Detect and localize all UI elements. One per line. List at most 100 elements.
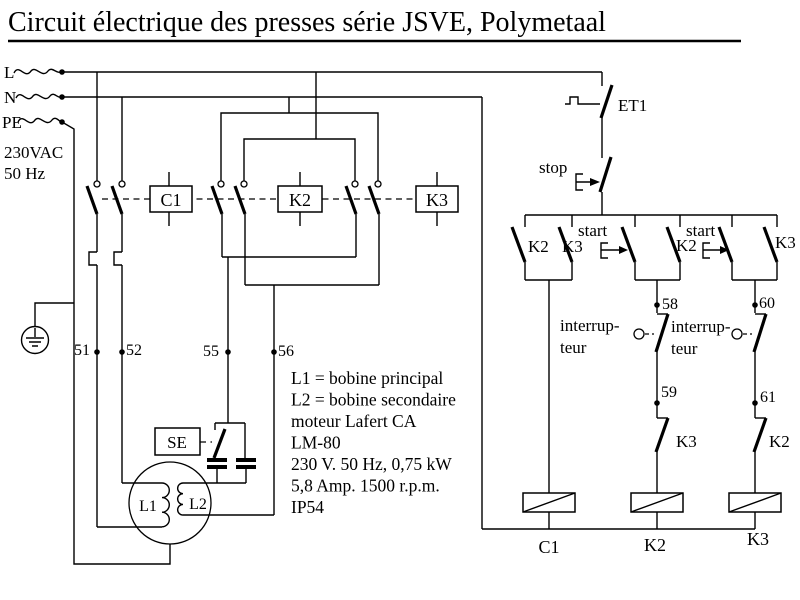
terminal-58-label: 58 (662, 296, 678, 313)
supply-n-label: N (4, 88, 16, 107)
interrupteur1-label-line2: teur (560, 338, 587, 357)
motor-circle-icon (128, 461, 212, 545)
se-label: SE (167, 433, 187, 452)
se-box-rect (154, 427, 201, 456)
rail-56-wire (244, 214, 380, 515)
supply-pe-lead-squiggle (17, 117, 63, 124)
contactor-k2-label: K2 (289, 190, 311, 210)
outer-frame-wire (220, 112, 379, 181)
interrupteur2-blade (752, 313, 768, 353)
et1-contact: ET1 (565, 72, 647, 215)
contact-terminal-icon (240, 180, 248, 188)
l1-coil-icon (161, 482, 170, 528)
motor-feed-rails: 55 56 (203, 214, 380, 515)
k3-contact-blade-2 (367, 185, 381, 215)
interrupteur1-label-line1: interrup- (560, 316, 620, 335)
se-sensor-branch: SE (154, 422, 256, 484)
supply-l-lead-squiggle (13, 68, 61, 75)
coil-c1-label: C1 (538, 537, 559, 557)
c1-contact-blade-1 (85, 185, 99, 215)
supply-pe-label: PE (2, 113, 22, 132)
inner-frame-wire (243, 138, 356, 181)
stop-arrow-icon (590, 178, 600, 186)
spec-note: L1 = bobine principal L2 = bobine second… (291, 368, 456, 517)
contact-terminal-icon (217, 180, 225, 188)
contactor-k2-main-contacts (210, 180, 248, 215)
aux-k3-blade-2 (762, 226, 779, 263)
contact-terminal-icon (93, 180, 101, 188)
page-title: Circuit électrique des presses série JSV… (8, 7, 606, 38)
terminal-60-dot (752, 302, 758, 308)
nc-k2-blade (752, 417, 768, 453)
branch1-k3-label: K3 (562, 237, 583, 256)
branch2-k2-label: K2 (676, 236, 697, 255)
main-contact-frames (220, 112, 379, 181)
stop-pushbutton-icon (575, 173, 590, 191)
contactor-k3-label: K3 (426, 190, 448, 210)
ground-symbol (20, 302, 74, 355)
power-supply: L N PE 230VAC 50 Hz (2, 63, 65, 183)
terminal-61-dot (752, 400, 758, 406)
rail-55-wire (221, 214, 357, 423)
contactor-k3-main-contacts (344, 180, 382, 215)
contact-terminal-icon (374, 180, 382, 188)
coil-c1-diagonal (522, 492, 576, 513)
aux-k3-blade (557, 226, 574, 263)
spec-line-3: moteur Lafert CA (291, 411, 417, 431)
contactor-c1-label: C1 (160, 190, 181, 210)
aux-k2-blade (510, 226, 527, 263)
k2-contact-blade-2 (233, 185, 247, 215)
stop-blade (598, 156, 613, 193)
group1-wires (524, 262, 573, 493)
terminal-51-dot (94, 349, 100, 355)
capacitor-branch-wires (183, 423, 247, 484)
terminal-55-label: 55 (203, 343, 219, 360)
k3-contact-blade-1 (344, 185, 358, 215)
pe-rail-and-motor-frame-wire (61, 121, 171, 565)
c1-box-rect (149, 185, 193, 213)
terminal-55-dot (225, 349, 231, 355)
ground-branch-wire (34, 302, 74, 327)
terminal-60-label: 60 (759, 295, 775, 312)
spec-line-7: IP54 (291, 497, 324, 517)
contactor-c1-box: C1 (149, 172, 193, 226)
coil-k3-label: K3 (747, 529, 769, 549)
coil-k3-diagonal (728, 492, 782, 513)
terminal-59-dot (654, 400, 660, 406)
interrupteur-2-branch: 60 61 K2 interrup- teur (671, 295, 790, 493)
aux-contacts-group-3: K3 (731, 226, 796, 313)
aux-k2-blade-2 (665, 226, 682, 263)
et1-label: ET1 (618, 96, 647, 115)
c1-contact-blade-2 (110, 185, 124, 215)
start2-blade (717, 226, 734, 263)
capacitor-branch-top (214, 422, 245, 430)
start1-blade (620, 226, 637, 263)
motor-l1-label: L1 (139, 498, 157, 515)
coil-k3: K3 (728, 492, 782, 549)
phase-rail-51 (88, 214, 98, 527)
terminal-56-label: 56 (278, 343, 294, 360)
k2-contact-blade-1 (210, 185, 224, 215)
stop-button: stop (539, 156, 613, 193)
control-circuit: ET1 stop K2 K3 start (482, 72, 796, 557)
earth-icon (20, 325, 50, 355)
terminal-59-label: 59 (661, 384, 677, 401)
interrupteur2-label-line2: teur (671, 339, 698, 358)
contactor-k3-box: K3 (415, 172, 459, 226)
stop-label: stop (539, 158, 567, 177)
nc-k3-label: K3 (676, 432, 697, 451)
terminal-52-label: 52 (126, 342, 142, 359)
phase-rail-52 (113, 214, 123, 483)
start-button-2: start (686, 221, 734, 263)
terminal-58-dot (654, 302, 660, 308)
contactor-c1-main-contacts: 51 52 (74, 180, 142, 527)
interrupteur-1-branch: 58 59 K3 interrup- teur (560, 296, 697, 493)
start2-label: start (686, 221, 716, 240)
capacitor-1-icon (207, 458, 227, 469)
interrupteur1-blade (654, 313, 670, 353)
motor-l2-label: L2 (189, 496, 207, 513)
bus-wiring (61, 71, 602, 565)
spec-line-4: LM-80 (291, 433, 341, 453)
